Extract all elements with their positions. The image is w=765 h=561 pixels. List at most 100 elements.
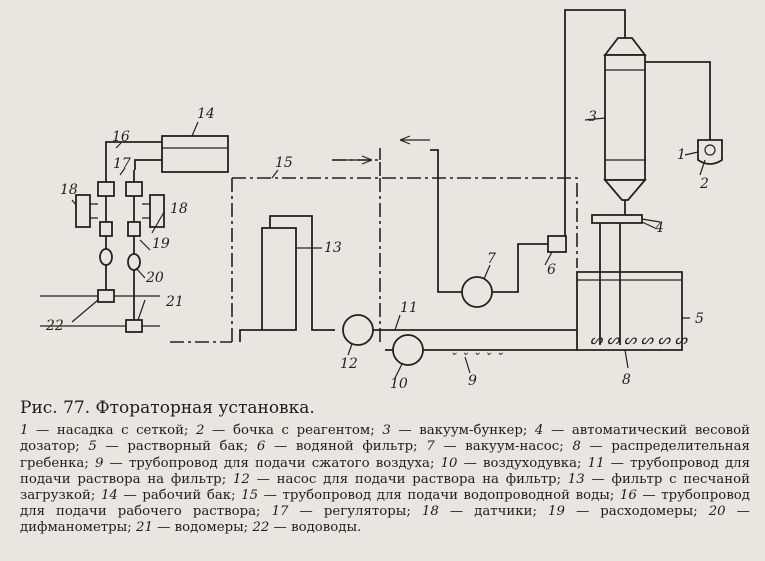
legend-text: насос для подачи раствора на фильтр bbox=[276, 471, 557, 487]
blower bbox=[392, 334, 424, 366]
label-3: 3 bbox=[588, 109, 597, 125]
legend-number: 11 bbox=[587, 455, 605, 471]
water-pipe-15 bbox=[232, 177, 578, 268]
legend-text: расходомеры bbox=[600, 504, 694, 520]
legend-item: 12 — насос для подачи раствора на фильтр… bbox=[232, 471, 568, 487]
legend-number: 4 bbox=[534, 423, 544, 439]
difmanometer-right bbox=[127, 253, 141, 271]
label-10: 10 bbox=[390, 376, 408, 392]
legend-item: 9 — трубопровод для подачи сжатого возду… bbox=[94, 455, 441, 471]
legend-item: 19 — расходомеры; bbox=[548, 504, 709, 520]
water-meter-lower bbox=[125, 319, 143, 333]
label-6: 6 bbox=[547, 262, 556, 278]
legend-text: рабочий бак bbox=[142, 488, 232, 504]
figure-legend: 1 — насадка с сеткой; 2 — бочка с реаген… bbox=[20, 423, 750, 536]
legend-number: 13 bbox=[567, 471, 585, 487]
legend-number: 19 bbox=[548, 504, 565, 520]
legend-text: трубопровод для подачи рабочего раствора bbox=[20, 488, 750, 520]
legend-item: 16 — трубопровод для подачи рабочего рас… bbox=[20, 488, 750, 520]
label-21: 21 bbox=[165, 294, 184, 310]
regulator-right bbox=[125, 181, 143, 197]
label-16: 16 bbox=[112, 129, 130, 145]
label-18-right: 18 bbox=[170, 201, 188, 217]
legend-text: водомеры bbox=[174, 520, 244, 536]
legend-text: датчики bbox=[474, 504, 533, 520]
legend-number: 8 bbox=[572, 439, 581, 455]
legend-item: 11 — трубопровод для подачи раствора на … bbox=[20, 455, 750, 487]
legend-item: 3 — вакуум-бункер; bbox=[382, 423, 535, 439]
legend-item: 2 — бочка с реагентом; bbox=[196, 423, 383, 439]
label-8: 8 bbox=[622, 372, 631, 388]
legend-number: 3 bbox=[382, 423, 391, 439]
reagent-line bbox=[645, 61, 711, 140]
working-tank bbox=[161, 135, 229, 173]
legend-item: 6 — водяной фильтр; bbox=[256, 439, 427, 455]
solution-pump bbox=[342, 314, 374, 346]
legend-text: дифманометры bbox=[20, 520, 128, 536]
label-20: 20 bbox=[145, 270, 164, 286]
sensor-right bbox=[149, 194, 165, 228]
legend-number: 5 bbox=[88, 439, 97, 455]
vacuum-pump bbox=[461, 276, 493, 308]
comb-marks: ᔕ ᔕ ᔕ ᔕ ᔕ ᔕ bbox=[590, 332, 689, 348]
legend-number: 15 bbox=[241, 488, 259, 504]
difmanometer-left bbox=[99, 248, 113, 266]
legend-item: 4 — автоматический весовой дозатор; bbox=[20, 423, 750, 455]
figure-caption: Рис. 77. Фтораторная установка. 1 — наса… bbox=[20, 398, 750, 537]
legend-number: 6 bbox=[256, 439, 266, 455]
figure-title: Рис. 77. Фтораторная установка. bbox=[20, 398, 315, 418]
legend-text: воздуходувка bbox=[483, 455, 578, 471]
label-15: 15 bbox=[275, 155, 293, 171]
label-11: 11 bbox=[400, 300, 418, 316]
legend-item: 17 — регуляторы; bbox=[271, 504, 422, 520]
legend-item: 7 — вакуум-насос; bbox=[426, 439, 573, 455]
legend-number: 9 bbox=[94, 455, 104, 471]
legend-number: 22 bbox=[252, 520, 270, 536]
bunker-cone-bottom bbox=[603, 179, 647, 201]
label-2: 2 bbox=[699, 176, 709, 192]
legend-text: распределительная гребенка bbox=[20, 439, 750, 471]
legend-number: 16 bbox=[619, 488, 637, 504]
legend-number: 21 bbox=[135, 520, 153, 536]
svg-text:⌄ ⌄ ⌄ ⌄ ⌄: ⌄ ⌄ ⌄ ⌄ ⌄ bbox=[450, 347, 505, 358]
vacuum-line bbox=[564, 9, 626, 240]
dosing-device bbox=[591, 214, 643, 224]
label-1: 1 bbox=[677, 147, 686, 163]
legend-number: 14 bbox=[100, 488, 118, 504]
fluoridation-diagram: ᔕ ᔕ ᔕ ᔕ ᔕ ᔕ ⌄ ⌄ ⌄ ⌄ ⌄ 1 2 3 4 5 6 7 bbox=[40, 9, 723, 392]
label-4: 4 bbox=[654, 220, 664, 236]
legend-item: 14 — рабочий бак; bbox=[100, 488, 242, 504]
arrow-out-left bbox=[399, 135, 430, 145]
vacuum-bunker bbox=[604, 54, 646, 181]
legend-text: водоводы bbox=[291, 520, 358, 536]
legend-text: вакуум-бункер bbox=[419, 423, 523, 439]
label-7: 7 bbox=[487, 251, 496, 267]
legend-text: насадка с сеткой bbox=[56, 423, 184, 439]
legend-item: 10 — воздуходувка; bbox=[440, 455, 588, 471]
label-17: 17 bbox=[113, 156, 131, 172]
legend-text: трубопровод для подачи водопроводной вод… bbox=[282, 488, 610, 504]
water-filter bbox=[547, 235, 567, 253]
sand-filter bbox=[261, 227, 297, 331]
legend-number: 2 bbox=[196, 423, 205, 439]
water-meter-upper bbox=[97, 289, 115, 303]
legend-text: регуляторы bbox=[323, 504, 407, 520]
solution-pipe-16 bbox=[105, 141, 162, 160]
reagent-drum bbox=[697, 139, 723, 165]
water-pipe-15-left bbox=[332, 159, 381, 178]
legend-number: 18 bbox=[421, 504, 439, 520]
label-18-left: 18 bbox=[60, 182, 78, 198]
label-14: 14 bbox=[197, 106, 215, 122]
legend-item: 13 — фильтр с песчаной загрузкой; bbox=[20, 471, 750, 504]
legend-text: растворный бак bbox=[127, 439, 244, 455]
legend-number: 10 bbox=[440, 455, 458, 471]
legend-item: 18 — датчики; bbox=[421, 504, 548, 520]
legend-number: 1 bbox=[20, 423, 29, 439]
legend-text: трубопровод для подачи раствора на фильт… bbox=[20, 455, 750, 487]
legend-number: 17 bbox=[271, 504, 289, 520]
sensor-left bbox=[75, 194, 91, 228]
label-22: 22 bbox=[45, 318, 64, 334]
legend-number: 7 bbox=[426, 439, 435, 455]
label-12: 12 bbox=[340, 356, 358, 372]
legend-item: 1 — насадка с сеткой; bbox=[20, 423, 197, 439]
